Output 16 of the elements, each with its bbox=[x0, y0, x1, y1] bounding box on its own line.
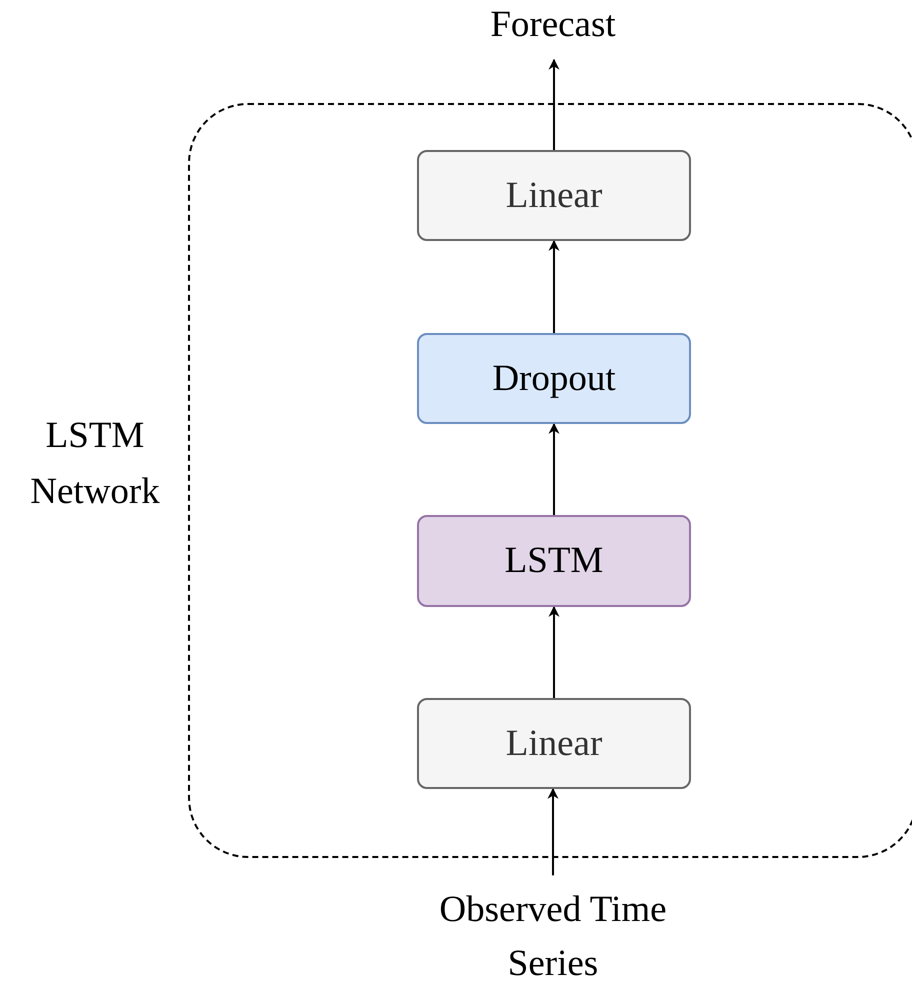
layer-label: LSTM bbox=[504, 539, 604, 584]
arrow bbox=[548, 422, 560, 515]
output-label: Forecast bbox=[490, 3, 616, 48]
layer-label: Dropout bbox=[492, 356, 616, 401]
layer-label: Linear bbox=[506, 722, 602, 766]
layer-box bbox=[417, 333, 691, 424]
layer-box bbox=[417, 698, 691, 789]
input-label: Observed Time Series bbox=[438, 888, 668, 986]
layer-label: Linear bbox=[506, 174, 602, 218]
layer-box bbox=[417, 515, 691, 607]
arrow bbox=[548, 58, 560, 150]
arrow bbox=[548, 240, 560, 333]
arrow bbox=[548, 606, 560, 698]
group-label: LSTM Network bbox=[29, 414, 161, 514]
arrow bbox=[548, 788, 558, 876]
layer-box bbox=[417, 150, 691, 241]
